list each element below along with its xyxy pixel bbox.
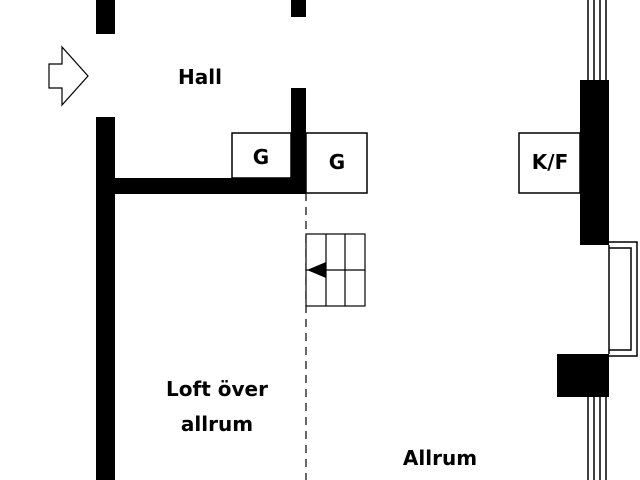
wardrobe-left-box bbox=[231, 132, 292, 179]
wall-hall-right bbox=[291, 88, 306, 194]
wall-left-main bbox=[96, 117, 115, 480]
window-upper-right bbox=[587, 0, 607, 80]
room-label-loft-line2: allrum bbox=[181, 412, 253, 436]
wall-hall-top-stub bbox=[291, 0, 306, 17]
wardrobe-right-label: G bbox=[329, 150, 345, 174]
window-lower-right bbox=[587, 397, 607, 480]
wall-right-upper bbox=[580, 80, 609, 245]
entrance-arrow-icon bbox=[48, 45, 89, 107]
wardrobe-right-box bbox=[305, 132, 368, 194]
room-label-allrum: Allrum bbox=[403, 446, 477, 470]
stair-direction-arrow-icon bbox=[307, 262, 326, 278]
wardrobe-left-label: G bbox=[253, 145, 269, 169]
wall-left-top bbox=[96, 0, 115, 34]
room-label-hall: Hall bbox=[178, 65, 222, 89]
balcony-door bbox=[608, 241, 638, 357]
wall-hall-bottom bbox=[96, 178, 306, 194]
fridge-freezer-box bbox=[518, 132, 581, 194]
room-label-loft-line1: Loft över bbox=[166, 377, 268, 401]
fridge-freezer-label: K/F bbox=[532, 150, 568, 174]
wall-right-pillar bbox=[557, 354, 609, 397]
